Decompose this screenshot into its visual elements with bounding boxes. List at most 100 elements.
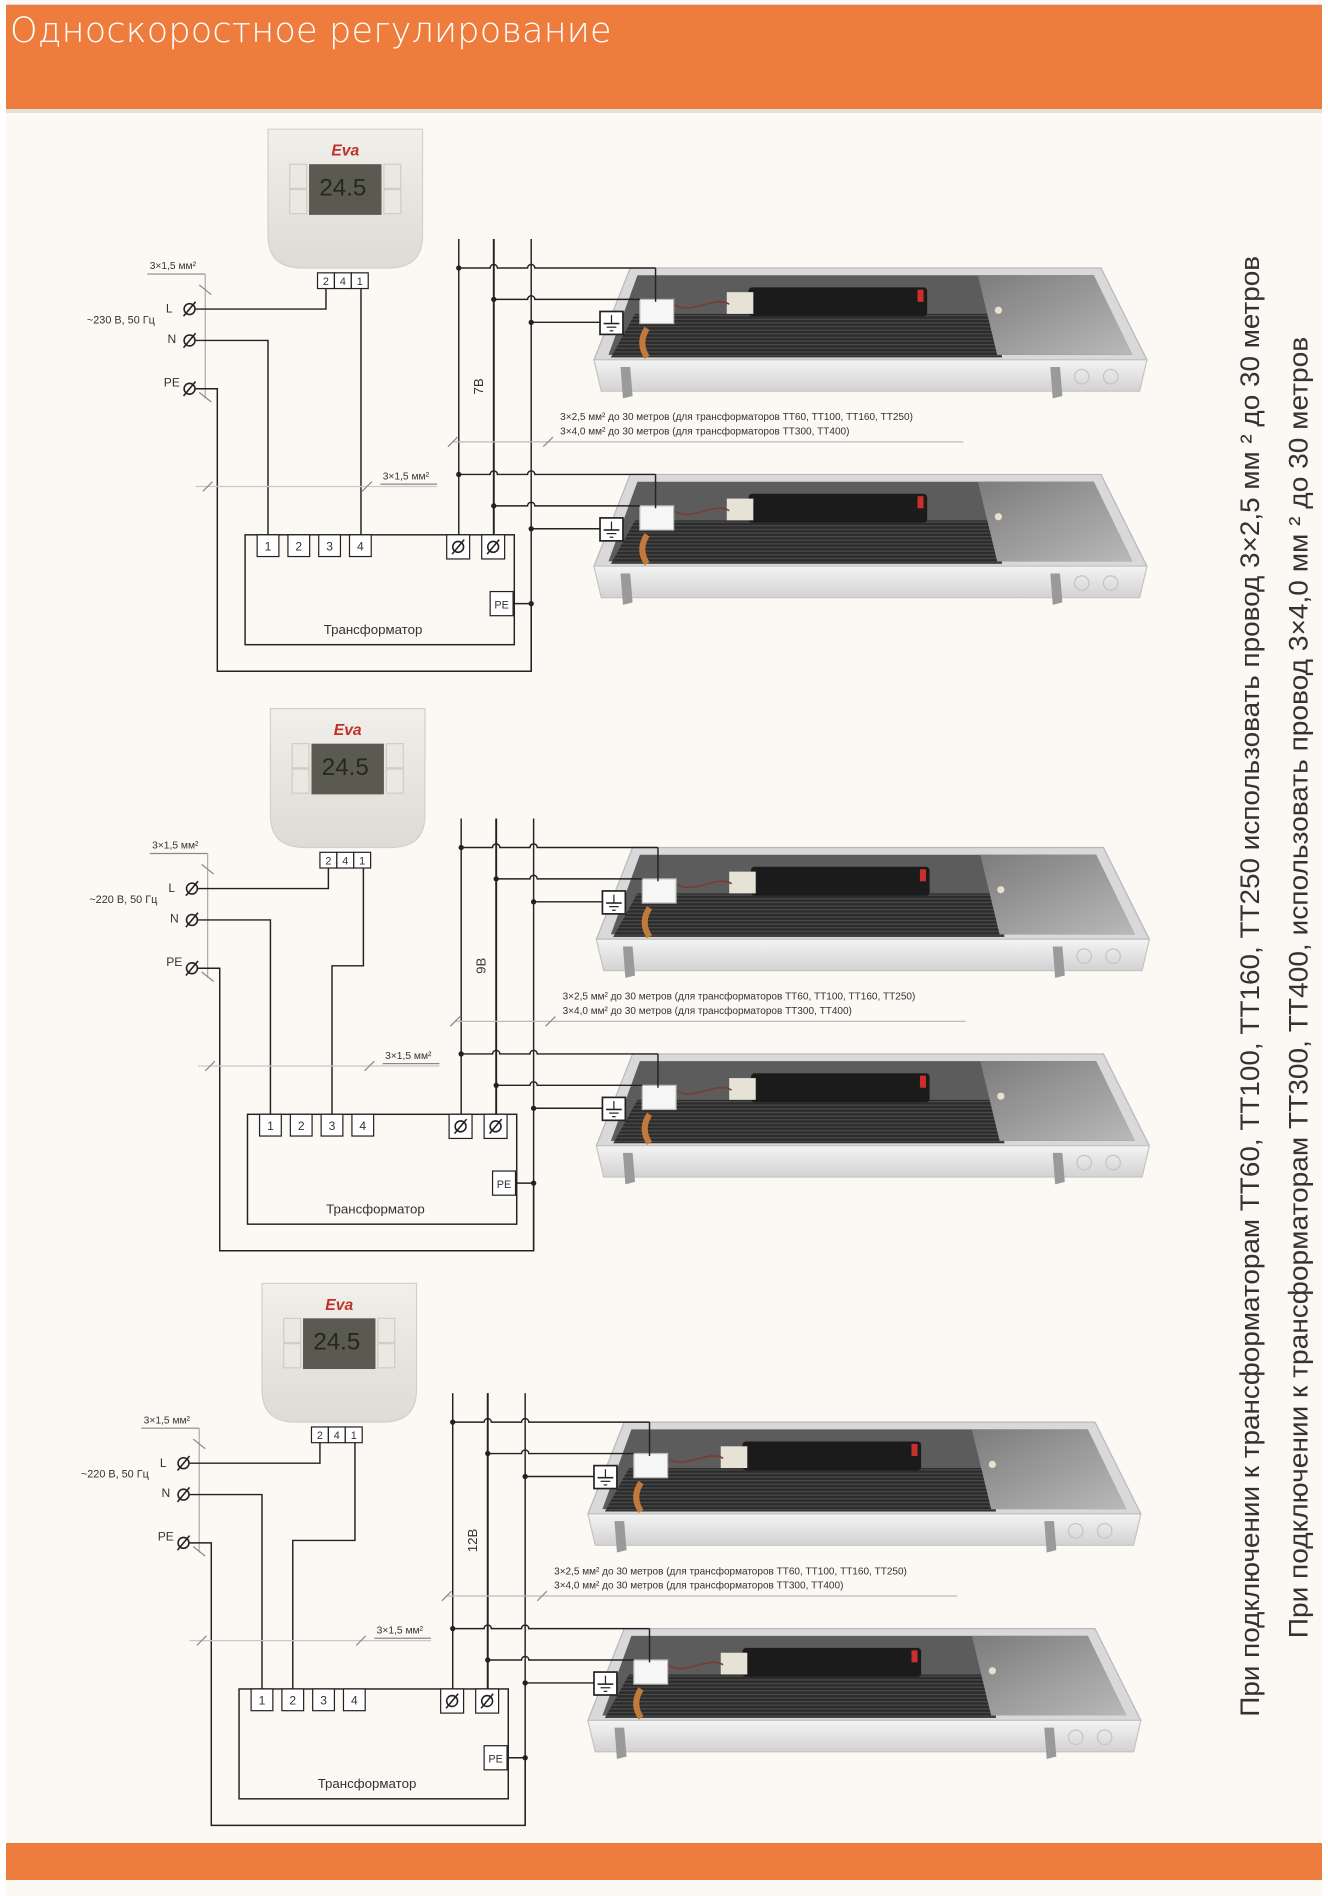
thermostat-down-button xyxy=(289,188,308,215)
cable-tick xyxy=(201,863,215,875)
convector-front xyxy=(595,938,1151,972)
convector-pipe xyxy=(633,1480,644,1514)
mains-terminal-L xyxy=(185,882,199,895)
convector-wire xyxy=(673,300,730,309)
cable-tick xyxy=(201,971,215,982)
thermostat-terminal-label: 4 xyxy=(334,1430,340,1442)
cable-tick xyxy=(196,1635,207,1646)
feed-wire-2 xyxy=(496,1080,643,1087)
mains-terminal-PE-slash xyxy=(182,380,197,397)
terminal-label-N: N xyxy=(168,332,177,346)
convector-bracket xyxy=(1052,946,1065,978)
footer-bar xyxy=(6,1843,1322,1880)
feed-wire-1 xyxy=(452,1624,650,1630)
convector-junction-box xyxy=(641,878,677,904)
transformer-terminal xyxy=(287,534,311,558)
cable-tick xyxy=(449,1016,461,1027)
convector-knockout xyxy=(1067,1522,1084,1539)
feed-wire-2 xyxy=(493,295,640,301)
cable-tick xyxy=(204,1060,216,1072)
convector-wire xyxy=(667,1455,724,1463)
convector-bracket xyxy=(1044,1521,1057,1553)
junction-dot xyxy=(456,471,462,478)
transformer-terminal xyxy=(351,1113,375,1137)
junction-dot xyxy=(530,1180,537,1186)
transformer-terminal xyxy=(318,534,342,558)
convector-bracket xyxy=(1044,1727,1057,1759)
thermostat-screen xyxy=(311,743,384,795)
convector-image xyxy=(595,846,1151,978)
mains-terminal-N xyxy=(177,1488,190,1501)
convector-wire-clip xyxy=(917,496,924,509)
cable-tick xyxy=(202,481,213,492)
convector-fan xyxy=(748,287,928,317)
convector-fan-motor xyxy=(720,1652,748,1675)
convector-image xyxy=(595,1053,1151,1185)
transformer-terminal xyxy=(342,1688,366,1712)
convector-image xyxy=(593,267,1148,399)
wire-L xyxy=(195,288,327,310)
output-screw-2-slash xyxy=(486,539,500,555)
convector-wire xyxy=(673,507,730,516)
side-note-line2: При подключении к трансформаторам ТТ300,… xyxy=(1283,337,1313,1638)
convector-junction-box xyxy=(633,1452,669,1479)
convector-knockout xyxy=(1096,1729,1113,1746)
thermostat-terminal-label: 2 xyxy=(317,1430,323,1442)
convector-wire-clip xyxy=(911,1443,918,1456)
feed-wire-2 xyxy=(487,1655,634,1661)
output-screw-1 xyxy=(445,1694,459,1708)
mains-terminal-PE-slash xyxy=(176,1535,191,1551)
convector-knockout xyxy=(1076,1154,1092,1171)
transformer-terminal xyxy=(312,1688,336,1712)
convector-grille xyxy=(604,1468,996,1512)
thermostat-up-button xyxy=(289,163,308,189)
low-voltage-cable-label-2: 3×4,0 мм² до 30 метров (для трансформато… xyxy=(554,1580,843,1592)
output-screw-1-slash xyxy=(451,539,465,555)
convector-knockout xyxy=(1073,368,1090,385)
thermostat-up-button xyxy=(283,1317,302,1344)
convector-knockout xyxy=(1096,1522,1113,1539)
cable-tick xyxy=(198,391,212,403)
supply-voltage-label: ~220 В, 50 Гц xyxy=(81,1469,149,1481)
convector-bracket xyxy=(1050,367,1063,399)
terminal-label-L: L xyxy=(166,302,173,316)
transformer-pe-terminal xyxy=(491,1170,517,1196)
ground-icon xyxy=(599,310,624,336)
thermostat-terminal-label: 2 xyxy=(323,276,329,288)
transformer-label: Трансформатор xyxy=(326,1201,425,1216)
convector-grille xyxy=(610,520,1003,564)
cable-tick xyxy=(364,1060,375,1072)
wire-thermostat-out xyxy=(292,1442,356,1689)
convector-pipe xyxy=(641,1112,653,1145)
transformer-terminal xyxy=(289,1113,313,1137)
convector-wire-clip xyxy=(917,289,924,302)
convector-fan xyxy=(742,1441,922,1471)
convector-fan-motor xyxy=(726,292,754,314)
convector-pipe xyxy=(641,906,653,939)
mains-terminal-L xyxy=(183,302,196,316)
transformer-pe-label: PE xyxy=(488,1754,503,1766)
convector-image xyxy=(593,473,1148,605)
terminal-label-L: L xyxy=(160,1456,167,1470)
output-screw-2 xyxy=(486,540,500,554)
terminal-label-PE: PE xyxy=(164,375,180,389)
convector-cover xyxy=(977,481,1133,562)
control-cable-label: 3×1,5 мм² xyxy=(385,1051,432,1062)
control-cable-label: 3×1,5 мм² xyxy=(377,1625,424,1636)
thermostat-down-button xyxy=(291,768,310,794)
output-screw-2-slash xyxy=(480,1693,494,1709)
feed-wire-2 xyxy=(493,501,640,507)
feed-wire-1 xyxy=(461,1049,658,1055)
cable-tick xyxy=(447,436,458,448)
thermostat-down-button xyxy=(283,1343,302,1369)
junction-dot xyxy=(530,1105,537,1111)
transformer-box xyxy=(244,534,516,646)
thermostat-terminal xyxy=(344,1426,363,1444)
transformer-terminal-label: 3 xyxy=(329,1119,336,1133)
transformer-box xyxy=(246,1113,518,1225)
cable-tick xyxy=(198,284,212,296)
junction-dot xyxy=(450,1419,456,1425)
